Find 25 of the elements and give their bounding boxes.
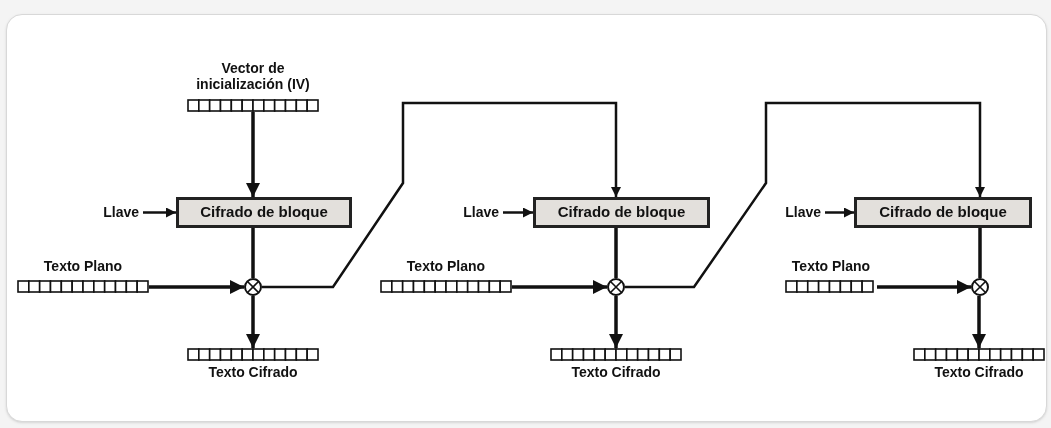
key-label: Llave [455,203,499,221]
arrow [246,112,260,197]
arrow [503,207,533,218]
register-label: Texto Cifrado [571,364,661,380]
arrow [246,296,260,348]
arrow [972,296,986,348]
block-cipher-box: Cifrado de bloque [176,197,352,228]
arrow [625,101,985,289]
register-label: Texto Plano [43,258,123,274]
register-label: Texto Cifrado [208,364,298,380]
block-cipher-box: Cifrado de bloque [533,197,710,228]
register-label: Vector de inicialización (IV) [195,60,311,92]
arrow [262,101,621,289]
key-label: Llave [95,203,139,221]
arrow [825,207,854,218]
register-label: Texto Cifrado [934,364,1024,380]
arrow [149,280,244,294]
key-label: Llave [777,203,821,221]
block-cipher-box: Cifrado de bloque [854,197,1032,228]
arrow [877,280,971,294]
register-label: Texto Plano [406,258,486,274]
register-label: Texto Plano [791,258,871,274]
arrow [609,296,623,348]
arrow [143,207,176,218]
arrow [512,280,607,294]
